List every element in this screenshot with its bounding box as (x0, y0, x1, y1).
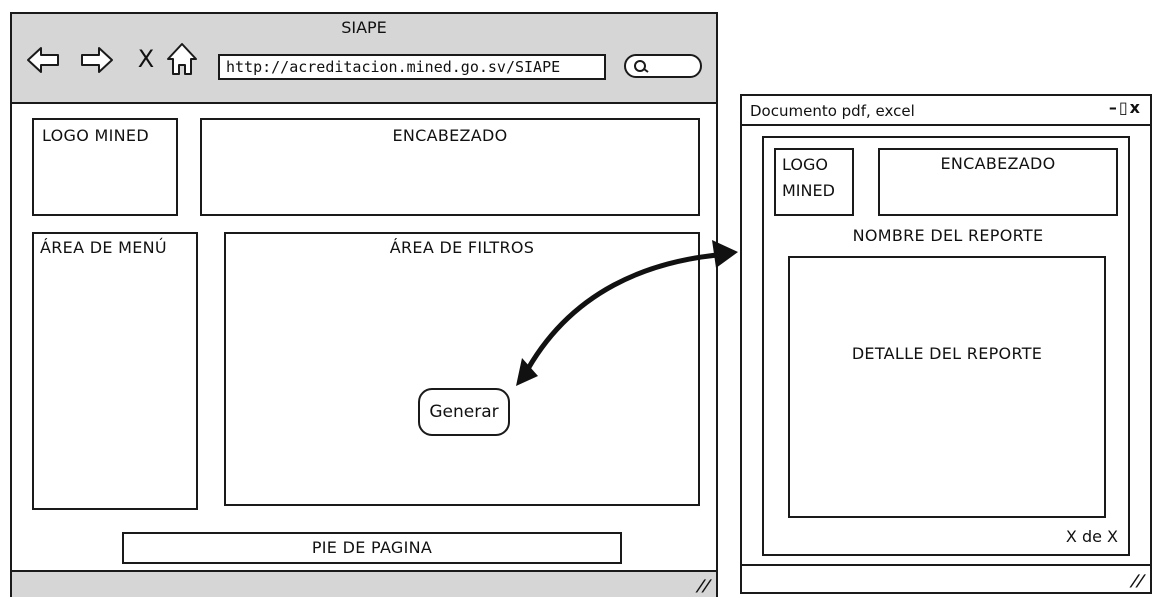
logo-placeholder: LOGO MINED (32, 118, 178, 216)
report-logo-placeholder: LOGO MINED (774, 148, 854, 216)
generate-button[interactable]: Generar (418, 388, 510, 436)
menu-area: ÁREA DE MENÚ (32, 232, 198, 510)
resize-grip-icon[interactable]: // (694, 576, 714, 595)
status-bar: // (12, 570, 716, 597)
close-icon[interactable]: x (1129, 98, 1142, 117)
double-arrow-connector (516, 240, 738, 386)
search-icon (634, 60, 649, 73)
filters-area: ÁREA DE FILTROS (224, 232, 700, 506)
header-area: ENCABEZADO (200, 118, 700, 216)
window-controls[interactable]: –▯x (1109, 98, 1142, 117)
home-icon[interactable] (166, 41, 198, 77)
page-counter: X de X (1065, 527, 1118, 546)
search-field[interactable] (624, 54, 702, 78)
arrow-right-icon[interactable] (80, 45, 114, 75)
document-window: Documento pdf, excel –▯x LOGO MINED ENCA… (740, 94, 1152, 594)
document-title: Documento pdf, excel (750, 102, 915, 120)
browser-title: SIAPE (341, 18, 387, 37)
maximize-icon[interactable]: ▯ (1118, 98, 1130, 117)
report-name: NOMBRE DEL REPORTE (852, 226, 1044, 245)
document-titlebar: Documento pdf, excel –▯x (742, 96, 1150, 126)
report-detail: DETALLE DEL REPORTE (788, 256, 1106, 518)
minimize-icon[interactable]: – (1108, 98, 1119, 117)
report-page: LOGO MINED ENCABEZADO NOMBRE DEL REPORTE… (762, 136, 1130, 556)
stop-button[interactable]: X (137, 45, 155, 73)
document-status-bar: // (742, 564, 1150, 592)
browser-window: SIAPE X http://acreditacion.mined.go.sv/… (10, 12, 718, 597)
resize-grip-icon[interactable]: // (1128, 571, 1148, 590)
report-header: ENCABEZADO (878, 148, 1118, 216)
browser-toolbar: SIAPE X http://acreditacion.mined.go.sv/… (12, 14, 716, 104)
arrow-left-icon[interactable] (26, 45, 60, 75)
page-footer: PIE DE PAGINA (122, 532, 622, 564)
url-input[interactable]: http://acreditacion.mined.go.sv/SIAPE (218, 54, 606, 80)
